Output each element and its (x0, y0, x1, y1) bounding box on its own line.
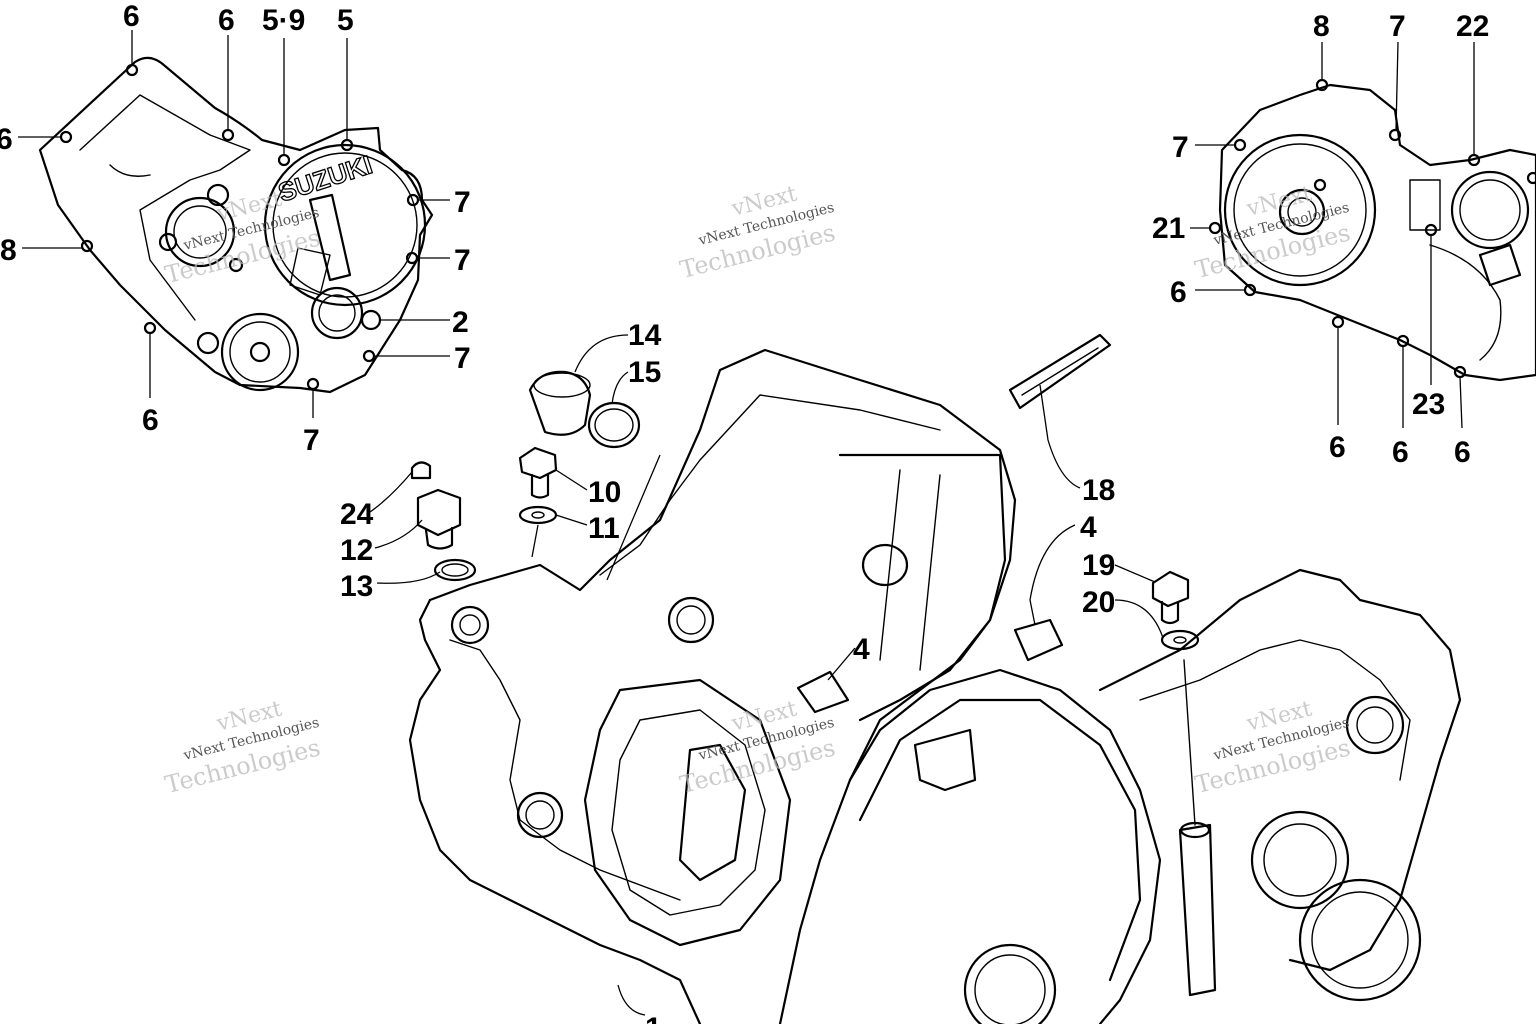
callout-label: 8 (0, 234, 17, 267)
callout-label: 22 (1456, 10, 1489, 43)
callout-label: 7 (1172, 131, 1189, 164)
watermark: vNext vNext Technologies Technologies (162, 696, 323, 799)
callout-label: 2 (452, 306, 469, 339)
callout-label: 6 (0, 123, 13, 156)
callout-label: 13 (340, 570, 373, 603)
callout-label: 7 (303, 424, 320, 457)
watermark: vNext vNext Technologies Technologies (1192, 696, 1353, 799)
suzuki-logo: SUZUKI (275, 149, 376, 207)
callout-label: 1 (645, 1012, 662, 1024)
callout-label: 6 (218, 4, 235, 37)
callout-label: 7 (1389, 10, 1406, 43)
crankcase-assembly (408, 348, 1462, 1024)
callout-label: 6 (123, 0, 140, 33)
watermark: vNext vNext Technologies Technologies (677, 181, 838, 284)
callout-label: 5·9 (262, 4, 305, 37)
callout-label: 4 (1080, 511, 1097, 544)
callout-label: 4 (853, 633, 870, 666)
callout-label: 7 (454, 342, 471, 375)
callout-label: 19 (1082, 549, 1115, 582)
callout-label: 12 (340, 534, 373, 567)
callout-label: 5 (337, 4, 354, 37)
watermark: vNext vNext Technologies Technologies (677, 696, 838, 799)
callout-label: 7 (454, 186, 471, 219)
callout-label: 7 (454, 244, 471, 277)
callout-label: 18 (1082, 474, 1115, 507)
callout-label: 6 (1454, 436, 1471, 469)
callout-label: 8 (1313, 10, 1330, 43)
callout-label: 6 (1329, 431, 1346, 464)
callout-label: 21 (1152, 212, 1185, 245)
leader-lines (18, 30, 1475, 1016)
right-crankcase-cover (1208, 78, 1536, 382)
callout-label: 6 (142, 404, 159, 437)
callout-label: 6 (1392, 436, 1409, 469)
watermarks: vNext vNext Technologies Technologies vN… (162, 181, 1353, 799)
callout-labels: 6 6 5·9 5 6 7 8 7 2 7 6 7 8 7 22 7 21 6 … (0, 0, 1489, 1024)
callout-label: 24 (340, 498, 374, 531)
callout-label: 15 (628, 356, 661, 389)
callout-label: 23 (1412, 388, 1445, 421)
callout-label: 20 (1082, 586, 1115, 619)
callout-label: 10 (588, 476, 621, 509)
callout-label: 14 (628, 319, 662, 352)
small-parts (410, 333, 1200, 714)
callout-label: 11 (588, 512, 620, 545)
callout-label: 6 (1170, 276, 1187, 309)
